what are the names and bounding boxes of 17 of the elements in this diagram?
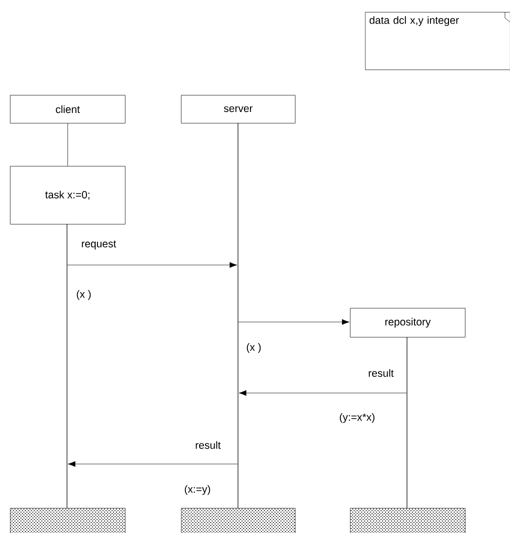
task-box: task x:=0; [10,166,126,224]
lifeline [406,337,408,508]
message-label: result [196,441,221,449]
end-bar [181,508,296,533]
instance-box: client [10,95,126,124]
end-bar [350,508,466,533]
message-arrow [238,319,350,325]
instance-box: server [181,95,296,124]
message-label: result [368,369,394,377]
message-arrow [67,262,238,268]
parameter-label: (x:=y) [184,485,210,495]
message-arrow [238,390,407,396]
end-bar [10,508,126,533]
note-box: data dcl x,y integer [365,12,510,70]
message-label: request [82,240,116,250]
instance-box: repository [350,308,466,338]
message-arrow [68,461,238,467]
